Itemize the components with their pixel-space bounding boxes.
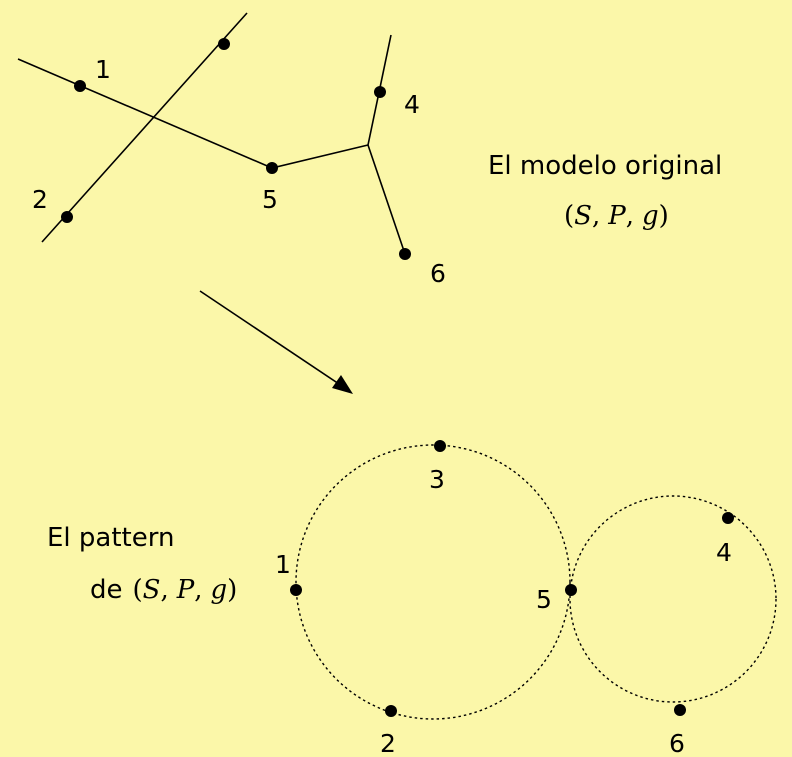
pattern-tuple-open: ( <box>133 575 143 605</box>
pattern-node-4 <box>722 512 734 524</box>
edge-junction-6 <box>367 144 406 255</box>
original-model-caption: El modelo original <box>488 151 722 181</box>
tree-node-2 <box>61 211 73 223</box>
pattern-node-1 <box>290 584 302 596</box>
edge-2-top <box>41 12 248 243</box>
tree-node-4 <box>374 86 386 98</box>
pattern-tuple-comma-2: , <box>194 575 202 605</box>
tuple-comma-2: , <box>626 201 634 231</box>
arrow-shaft <box>199 290 343 387</box>
pattern-node-6 <box>674 704 686 716</box>
tree-node-5 <box>266 162 278 174</box>
tree-label-4: 4 <box>404 90 420 119</box>
tree-node-1 <box>74 80 86 92</box>
tree-labels: 1 2 5 4 6 <box>32 55 446 288</box>
tree-label-2: 2 <box>32 185 48 214</box>
pattern-label-3: 3 <box>429 465 445 494</box>
pattern-tuple-s: S <box>143 575 161 605</box>
pattern-label-4: 4 <box>716 538 732 567</box>
tuple-p: P <box>607 201 626 231</box>
pattern-circle-small <box>569 495 777 703</box>
pattern-nodes <box>290 440 734 717</box>
pattern-caption-line2: de(S,P,g) <box>90 575 237 605</box>
tree-nodes <box>61 38 411 260</box>
pattern-label-1: 1 <box>275 550 291 579</box>
edge-1-5-junction <box>17 58 369 169</box>
pattern-caption-de: de <box>90 575 123 605</box>
pattern-labels: 3 1 2 5 4 6 <box>275 465 732 757</box>
tree-label-6: 6 <box>430 259 446 288</box>
transform-arrow <box>199 290 353 394</box>
tuple-comma-1: , <box>592 201 600 231</box>
tree-model <box>17 12 406 255</box>
pattern-label-5: 5 <box>536 585 552 614</box>
arrow-head <box>332 375 353 394</box>
pattern-node-2 <box>385 705 397 717</box>
pattern-tuple-p: P <box>176 575 195 605</box>
pattern-tuple-close: ) <box>227 575 237 605</box>
pattern-node-5 <box>565 584 577 596</box>
pattern-tuple-comma-1: , <box>160 575 168 605</box>
tree-label-5: 5 <box>262 185 278 214</box>
pattern-node-3 <box>434 440 446 452</box>
tree-label-1: 1 <box>95 55 111 84</box>
pattern-caption: El pattern <box>47 523 174 553</box>
tuple-close: ) <box>659 201 669 231</box>
pattern-label-2: 2 <box>380 729 396 757</box>
pattern-tuple-g: g <box>211 575 228 605</box>
tree-node-6 <box>399 248 411 260</box>
tuple-s: S <box>574 201 592 231</box>
tuple-g: g <box>642 201 659 231</box>
pattern-circle-large <box>295 444 571 720</box>
pattern-circles <box>295 444 777 720</box>
original-model-tuple: (S,P, g) <box>564 201 669 231</box>
tuple-open: ( <box>564 201 574 231</box>
pattern-label-6: 6 <box>669 729 685 757</box>
tree-node-top <box>218 38 230 50</box>
